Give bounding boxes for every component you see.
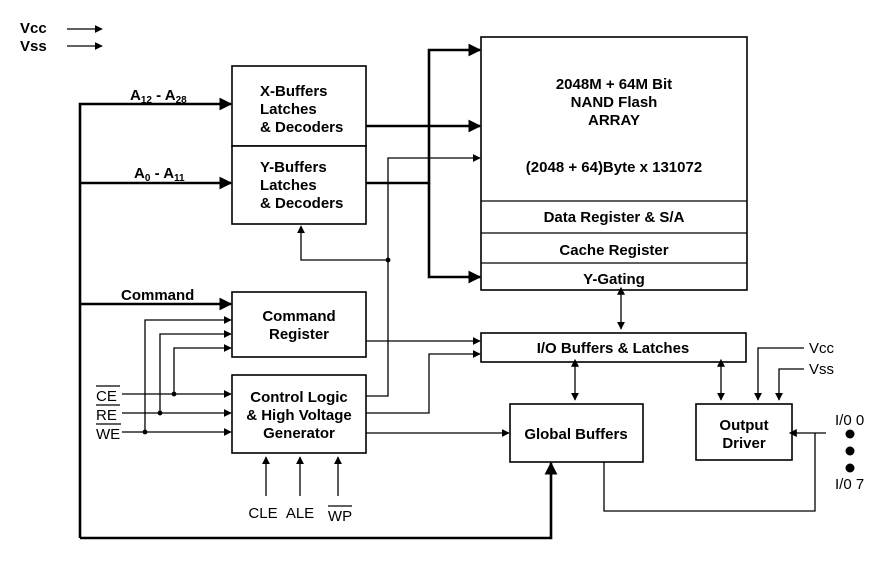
chip-control-inputs: CE RE WE [96, 316, 232, 443]
output-power: Vcc Vss [754, 340, 835, 401]
junction-dot [171, 391, 177, 397]
y-buffers-outline [231, 145, 367, 225]
x-buffers-line-3: & Decoders [260, 119, 343, 136]
output-vcc-wire [754, 347, 804, 401]
global-buffers-label: Global Buffers [524, 426, 627, 443]
global-buffers-return-bus [80, 461, 558, 540]
address-high-label: A12 - A28 [130, 87, 187, 106]
output-driver-line-1: Output [719, 417, 768, 434]
legend-vcc-label: Vcc [20, 20, 47, 37]
io-buffers-label: I/O Buffers & Latches [537, 340, 690, 357]
command-register-outline [231, 291, 367, 358]
control-logic-line-2: & High Voltage [246, 407, 352, 424]
control-wires [297, 154, 510, 437]
array-capacity-label: 2048M + 64M Bit [556, 76, 672, 93]
junction-dot [142, 429, 148, 435]
y-decoder-to-y-gating [427, 183, 482, 284]
control-logic-line-1: Control Logic [250, 389, 348, 406]
legend-vss-label: Vss [20, 38, 47, 55]
y-decoder-to-array-top [366, 43, 482, 185]
nand-array-block: 2048M + 64M Bit NAND Flash ARRAY (2048 +… [480, 36, 748, 291]
control-to-array-wire [366, 154, 481, 397]
command-register-block: Command Register [231, 291, 367, 358]
ce-to-command-register [173, 344, 232, 394]
re-to-command-register [159, 330, 232, 413]
y-buffers-line-1: Y-Buffers [260, 159, 327, 176]
global-buffers-block: Global Buffers [509, 403, 644, 463]
control-to-y-decoder-wire [297, 225, 388, 261]
data-register-label: Data Register & S/A [544, 209, 685, 226]
array-type-label: NAND Flash [571, 94, 658, 111]
command-register-line-1: Command [262, 308, 335, 325]
address-low-label: A0 - A11 [134, 165, 185, 184]
x-buffers-line-1: X-Buffers [260, 83, 328, 100]
io-pin-dot [845, 446, 855, 456]
junction-dot [157, 410, 163, 416]
we-to-command-register [144, 316, 232, 432]
io-buffers-block: I/O Buffers & Latches [480, 332, 747, 363]
cle-label: CLE [248, 505, 277, 522]
control-logic-line-3: Generator [263, 425, 335, 442]
io-pin-7-label: I/0 7 [835, 476, 864, 493]
x-buffers-block: X-Buffers Latches & Decoders [231, 65, 367, 147]
bidirectional-wires [571, 286, 826, 512]
cache-register-label: Cache Register [559, 242, 668, 259]
array-organization-label: (2048 + 64)Byte x 131072 [526, 159, 702, 176]
x-buffers-line-2: Latches [260, 101, 317, 118]
control-to-io-wire [366, 350, 481, 414]
control-logic-outline [231, 374, 367, 454]
output-driver-block: Output Driver [695, 403, 793, 461]
io-buffers-outline [480, 332, 747, 363]
y-buffers-block: Y-Buffers Latches & Decoders [231, 145, 367, 225]
command-input-label: Command [121, 287, 194, 304]
y-buffers-line-3: & Decoders [260, 195, 343, 212]
io-pin-dot [845, 463, 855, 473]
y-buffers-line-2: Latches [260, 177, 317, 194]
y-gating-label: Y-Gating [583, 271, 645, 288]
array-title-label: ARRAY [588, 112, 640, 129]
nand-array-outline [480, 36, 748, 291]
output-driver-line-2: Driver [722, 435, 766, 452]
decoder-to-array-wires [366, 43, 482, 284]
global-buffers-outline [509, 403, 644, 463]
power-legend: Vcc Vss [20, 20, 103, 55]
address-high-bus [78, 97, 233, 538]
input-bus-wires [78, 97, 558, 540]
command-register-line-2: Register [269, 326, 329, 343]
io-pin-dot [845, 429, 855, 439]
output-vss-wire [775, 368, 804, 401]
global-to-pins-wire [603, 433, 816, 512]
ce-label: CE [96, 388, 117, 405]
io-pin-0-label: I/0 0 [835, 412, 864, 429]
re-label: RE [96, 407, 117, 424]
ale-label: ALE [286, 505, 314, 522]
latch-control-inputs: CLE ALE WP [248, 456, 352, 525]
control-logic-block: Control Logic & High Voltage Generator [231, 374, 367, 454]
junction-dot [385, 257, 391, 263]
output-vss-label: Vss [809, 361, 834, 378]
we-label: WE [96, 426, 120, 443]
output-vcc-label: Vcc [809, 340, 835, 357]
io-pins: I/0 0 I/0 7 [835, 412, 864, 493]
wp-label: WP [328, 508, 352, 525]
